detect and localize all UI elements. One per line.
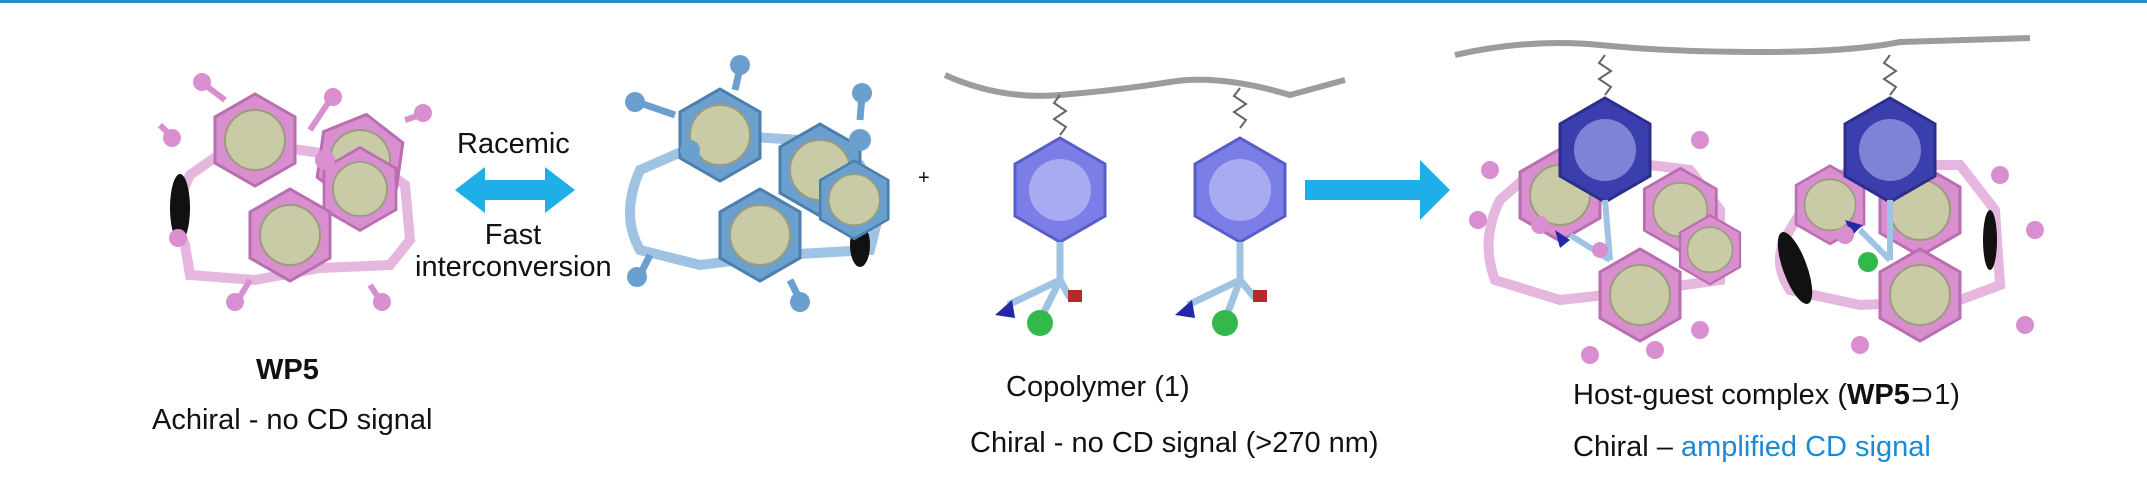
wp5-molecule (157, 73, 432, 311)
reaction-arrow (1305, 160, 1450, 220)
plus-sign: + (918, 167, 930, 189)
equilibrium-arrow (455, 167, 575, 213)
complex-wp5: WP5 (1847, 379, 1910, 411)
wp5-label: WP5 (256, 354, 319, 386)
copolymer-molecule (943, 72, 1346, 336)
complex-label: Host-guest complex (WP5⊃1) (1573, 381, 1960, 410)
achiral-label: Achiral - no CD signal (152, 404, 433, 436)
complex-suffix: ⊃1) (1909, 379, 1960, 411)
racemic-label: Racemic (457, 128, 570, 160)
chiral-amplified-label: Chiral – amplified CD signal (1573, 433, 1931, 462)
complex-prefix: Host-guest complex ( (1573, 379, 1847, 411)
chiral-no-cd-label: Chiral - no CD signal (>270 nm) (970, 427, 1379, 459)
host-guest-complex (1454, 35, 2044, 364)
racemic-molecule (625, 55, 890, 312)
fast-label: Fast (484, 219, 542, 251)
amplified-cd-text: amplified CD signal (1681, 431, 1931, 463)
chiral-prefix: Chiral – (1573, 431, 1681, 463)
top-rule (0, 0, 2147, 3)
copolymer-label: Copolymer (1) (1006, 371, 1190, 403)
interconversion-label: interconversion (415, 251, 612, 283)
